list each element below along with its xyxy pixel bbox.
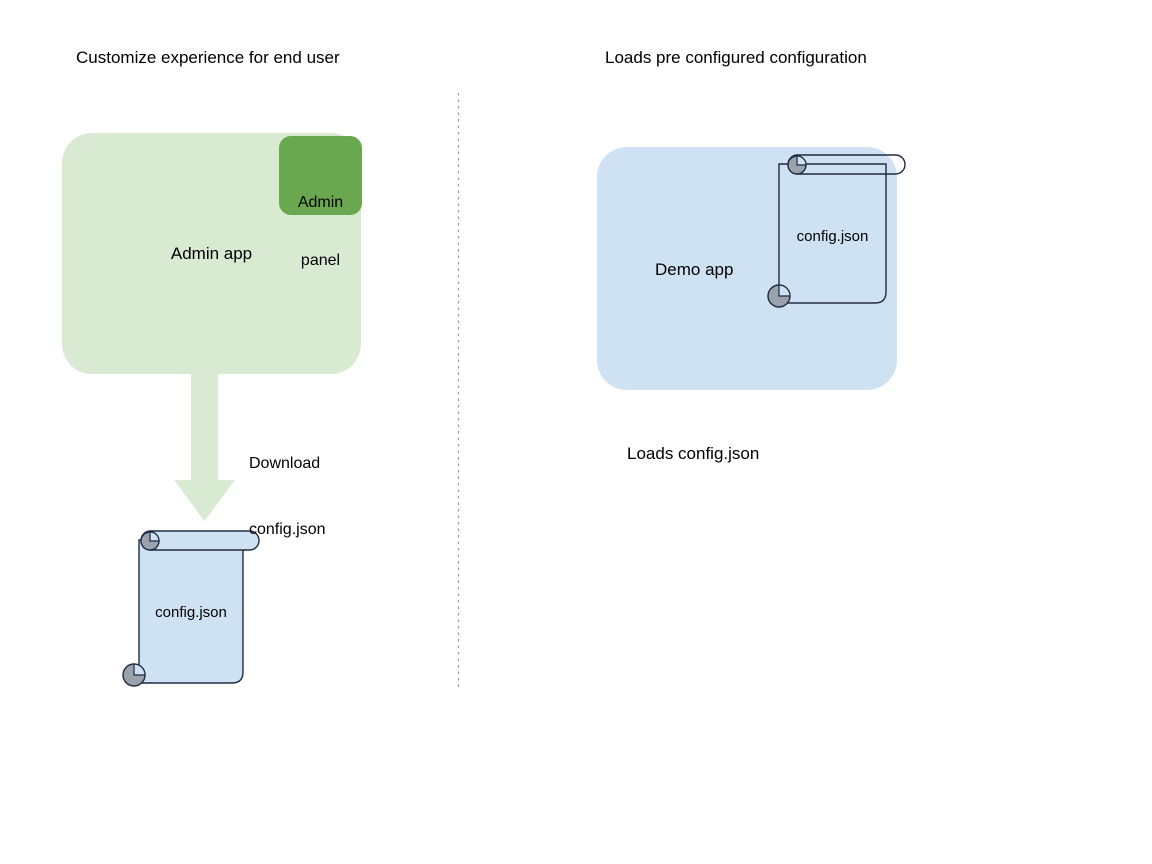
right-config-document-label: config.json — [796, 228, 869, 245]
admin-panel-label: Admin panel — [279, 155, 362, 289]
demo-app-box[interactable] — [597, 147, 897, 390]
document-bottom-curl-wedge-icon — [133, 663, 146, 676]
right-panel-caption: Loads config.json — [627, 444, 760, 463]
document-bottom-curl-wedge-icon — [778, 284, 791, 297]
download-arrow — [174, 372, 235, 521]
admin-app-label: Admin app — [170, 244, 253, 263]
left-panel-title: Customize experience for end user — [76, 48, 340, 67]
admin-panel-box[interactable] — [279, 136, 362, 215]
document-top-curl-wedge-icon — [149, 531, 160, 542]
demo-app-label: Demo app — [655, 260, 734, 279]
left-config-document[interactable] — [122, 530, 260, 687]
document-top-curl-wedge-icon — [796, 155, 807, 166]
admin-panel-label-line1: Admin — [297, 194, 344, 212]
right-panel-title: Loads pre configured configuration — [605, 48, 867, 67]
download-arrow-label: Download config.json — [249, 409, 326, 563]
admin-panel-label-line2: panel — [300, 251, 341, 269]
right-config-document[interactable] — [767, 154, 906, 308]
download-arrow-label-line1: Download — [249, 455, 321, 472]
download-arrow-label-line2: config.json — [249, 521, 326, 538]
left-config-document-label: config.json — [155, 604, 227, 621]
